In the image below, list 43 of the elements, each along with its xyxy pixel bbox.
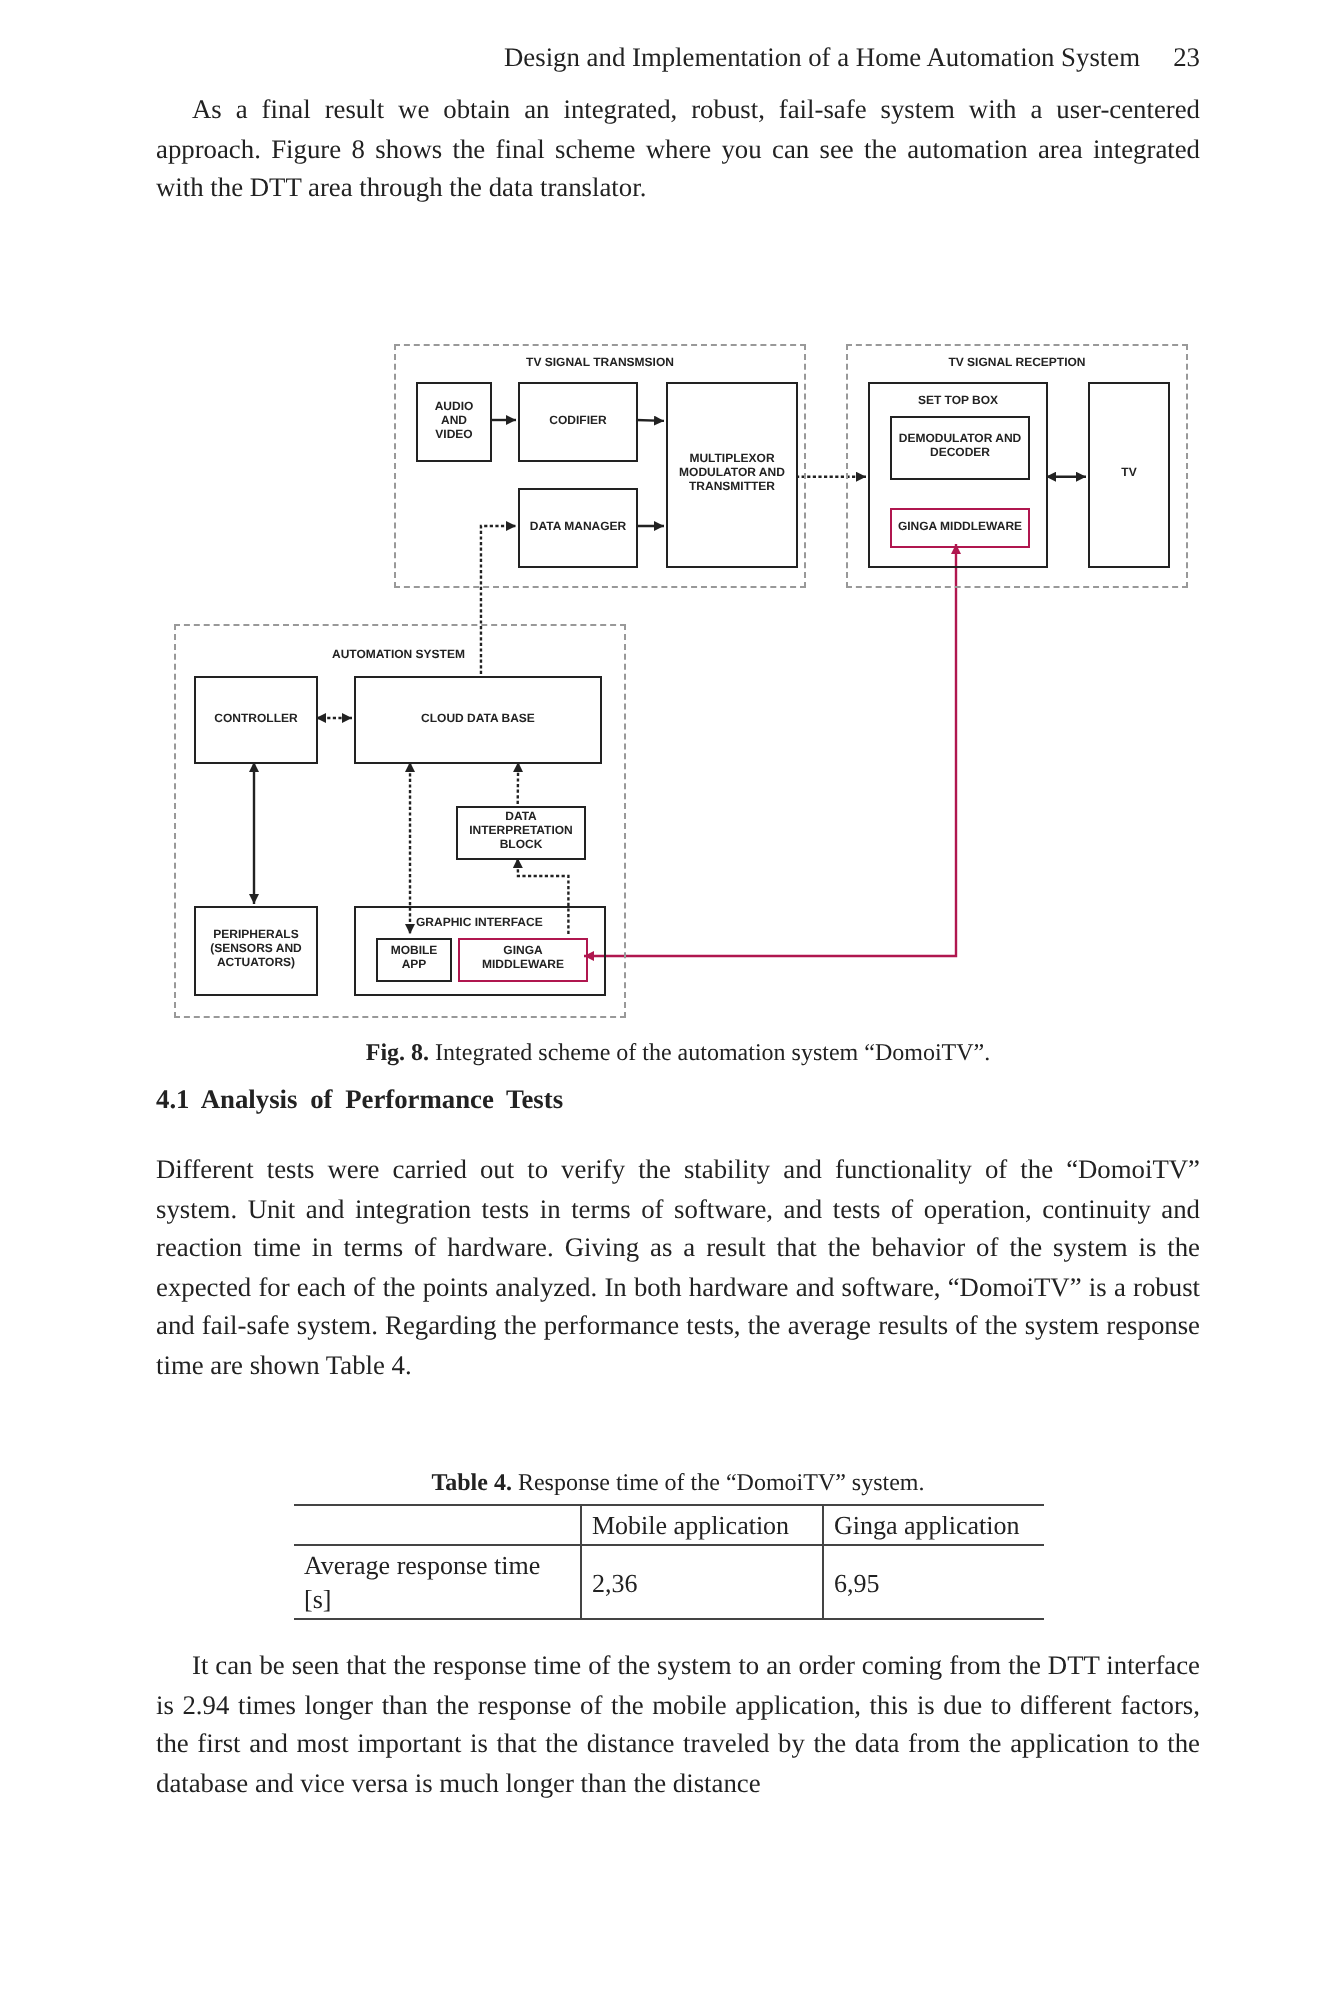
paragraph: Different tests were carried out to verify the stability and functionality of the “DomoiTV” system. Unit and integration tests in terms of software, and tests of operation, continuity and reaction time in terms of hardware. Giving as a result that the behavior of the system is the expected for each of the points analyzed. In both hardware and software, “DomoiTV” is a robust and fail-safe system. Regarding the performance tests, the average results of the system response time are shown Table 4. xyxy=(156,1152,1200,1384)
section-heading: 4.1 Analysis of Performance Tests xyxy=(156,1082,566,1118)
double-arrow xyxy=(584,544,961,961)
table-cell: 2,36 xyxy=(581,1545,823,1619)
process-box xyxy=(458,938,588,982)
process-box xyxy=(666,382,798,568)
column-header: Ginga application xyxy=(823,1505,1044,1545)
arrow xyxy=(635,415,665,426)
process-box xyxy=(416,382,492,462)
arrow xyxy=(513,762,524,804)
arrow xyxy=(490,415,516,425)
container-box xyxy=(868,382,1048,568)
process-box xyxy=(1088,382,1170,568)
running-header: Design and Implementation of a Home Automation System xyxy=(502,40,1140,76)
process-box xyxy=(376,938,452,982)
paragraph: As a final result we obtain an integrated, robust, fail-safe system with a user-centered approach. Figure 8 shows the final scheme where you can see the automation area integrated with the DTT area through the data translator. xyxy=(156,92,1200,207)
column-header: Mobile application xyxy=(581,1505,823,1545)
dashed-group-box xyxy=(394,344,806,588)
page-number: 23 xyxy=(1171,40,1200,76)
process-box xyxy=(518,382,638,462)
arrow xyxy=(479,521,516,674)
double-arrow xyxy=(405,762,416,934)
dashed-group-box xyxy=(846,344,1188,588)
table-caption: Table 4. Response time of the “DomoiTV” system. xyxy=(429,1466,927,1500)
container-box xyxy=(354,906,606,996)
double-arrow xyxy=(1046,471,1086,482)
process-box xyxy=(194,906,318,996)
arrow xyxy=(796,471,866,482)
table-cell: 6,95 xyxy=(823,1545,1044,1619)
process-box xyxy=(354,676,602,764)
process-box xyxy=(518,488,638,568)
dashed-group-box xyxy=(174,624,626,1018)
paragraph: It can be seen that the response time of the system to an order coming from the DTT interface is 2.94 times longer than the response of the mobile application, this is due to different factors, the first and most important is that the distance traveled by the data from the application to the database and vice versa is much longer than the distance xyxy=(156,1648,1200,1802)
double-arrow xyxy=(249,762,259,904)
process-box xyxy=(890,416,1030,480)
double-arrow xyxy=(316,713,352,723)
process-box xyxy=(456,806,586,860)
arrow xyxy=(512,857,570,934)
row-header: Average response time [s] xyxy=(294,1545,581,1619)
process-box xyxy=(890,508,1030,548)
figure-caption: Fig. 8. Integrated scheme of the automation system “DomoiTV”. xyxy=(363,1036,993,1070)
arrow xyxy=(636,521,664,531)
process-box xyxy=(194,676,318,764)
